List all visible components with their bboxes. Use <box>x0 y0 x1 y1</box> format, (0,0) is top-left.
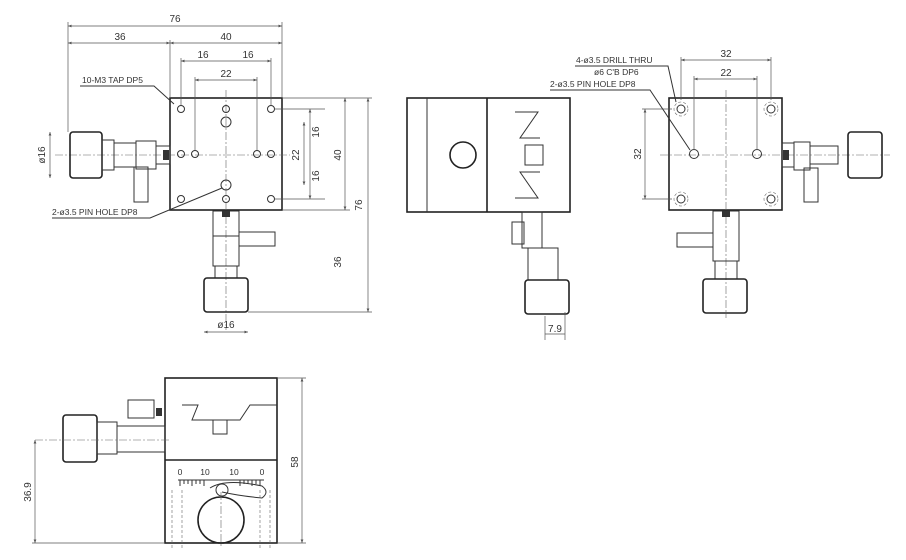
scale-ticks <box>179 480 261 486</box>
side-view: 7.9 <box>406 97 571 340</box>
bottom-view: 32 22 32 4-ø3.5 DRILL THRU ø6 C'B DP6 2-… <box>550 49 890 318</box>
scale-label: 0 <box>260 467 265 477</box>
dim-v-hole-pitch: 32 <box>633 148 644 160</box>
dim-hole-pitch: 32 <box>720 49 732 60</box>
dim-knob-offset: 36 <box>114 32 126 43</box>
front-view: 0 10 10 0 58 36.9 <box>23 377 306 548</box>
dim-axis-height: 36.9 <box>23 482 34 502</box>
scale-label: 10 <box>200 467 210 477</box>
dim-knob-extension: 36 <box>333 256 344 268</box>
dim-v-pitch-top: 16 <box>311 126 322 138</box>
dim-knob-dia-side: ø16 <box>37 146 48 164</box>
scale-label: 0 <box>178 467 183 477</box>
drill-note: 4-ø3.5 DRILL THRU <box>576 55 653 65</box>
scale-label: 10 <box>229 467 239 477</box>
dim-pin-pitch: 22 <box>220 69 232 80</box>
counterbore-note: ø6 C'B DP6 <box>594 67 639 77</box>
dim-height: 58 <box>290 456 301 468</box>
pin-hole-note: 2-ø3.5 PIN HOLE DP8 <box>550 79 636 89</box>
dim-v-pin-pitch: 22 <box>291 149 302 161</box>
dim-offset: 7.9 <box>548 324 562 335</box>
dim-pin-pitch: 22 <box>720 68 732 79</box>
dim-hole-pitch-left: 16 <box>197 50 209 61</box>
dim-body-width: 40 <box>220 32 232 43</box>
dim-v-pitch-bottom: 16 <box>311 170 322 182</box>
dim-knob-dia-bottom: ø16 <box>217 320 235 331</box>
mounting-holes <box>177 105 275 203</box>
pin-hole-note: 2-ø3.5 PIN HOLE DP8 <box>52 207 138 217</box>
dim-overall-width: 76 <box>169 14 181 25</box>
dim-overall-height: 76 <box>354 199 365 211</box>
tap-note: 10-M3 TAP DP5 <box>82 75 143 85</box>
dim-body-height: 40 <box>333 149 344 161</box>
top-view: 76 36 40 16 16 22 10-M3 TAP DP5 2-ø3.5 P… <box>37 14 372 334</box>
dim-hole-pitch-right: 16 <box>242 50 254 61</box>
